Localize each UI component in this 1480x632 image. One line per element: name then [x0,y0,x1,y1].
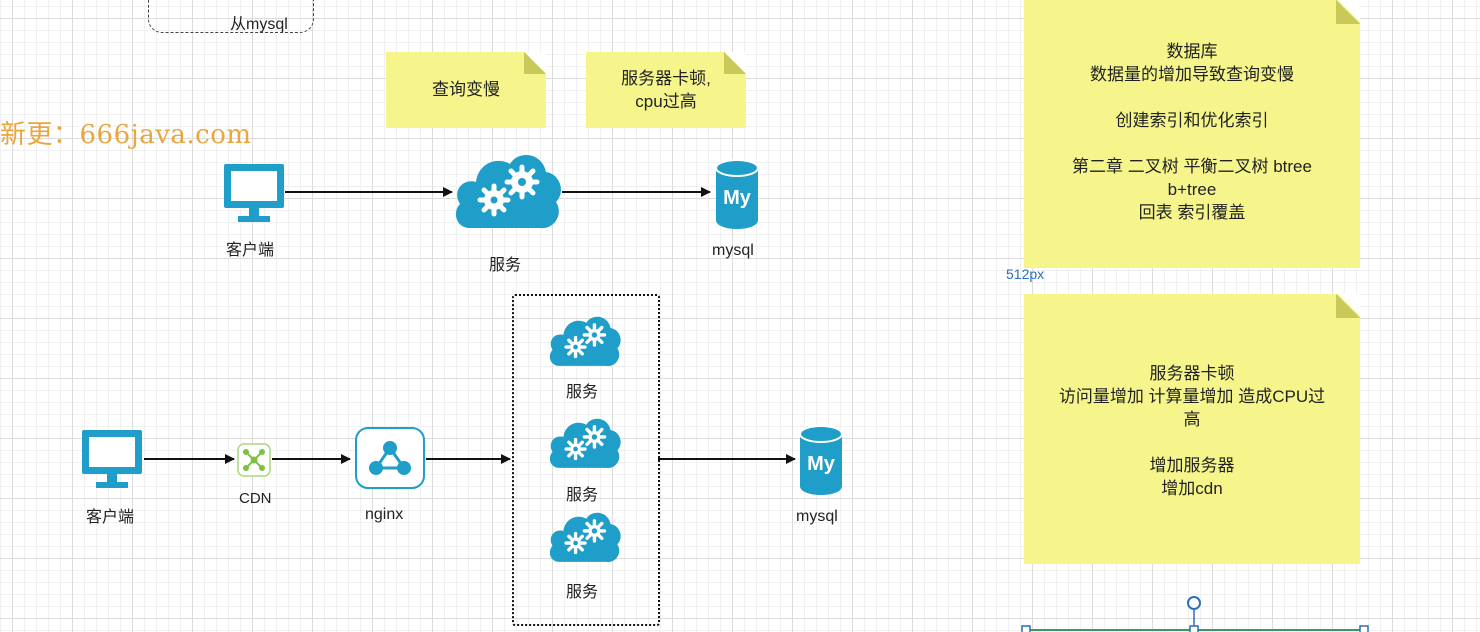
slave-mysql-group[interactable] [148,0,314,33]
watermark-text: 新更：666java.com [0,120,252,150]
mysql-icon-text: My [723,187,752,209]
cloud-service-icon[interactable] [546,414,624,476]
service-label: 服务 [489,257,522,274]
mysql-label: mysql [712,242,754,259]
note-cpu-high-text: 服务器卡顿, cpu过高 [621,69,711,111]
note-server-text: 服务器卡顿 访问量增加 计算量增加 造成CPU过 高 增加服务器 增加cdn [1058,364,1326,498]
service-cluster-group[interactable] [512,294,660,626]
note-slow-query-text: 查询变慢 [432,80,500,99]
service-3-label: 服务 [566,584,599,601]
note-database-text: 数据库 数据量的增加导致查询变慢 创建索引和优化索引 第二章 二叉树 平衡二叉树… [1072,42,1312,222]
cdn-icon[interactable] [236,442,272,478]
cdn-label: CDN [239,490,272,507]
note-database-optimization[interactable]: 数据库 数据量的增加导致查询变慢 创建索引和优化索引 第二章 二叉树 平衡二叉树… [1024,0,1360,268]
cloud-service-icon[interactable] [452,148,564,240]
mysql-database-icon[interactable]: My [714,158,760,230]
mysql-icon-text: My [807,453,836,475]
client-label: 客户端 [226,242,275,259]
cloud-service-icon[interactable] [546,312,624,374]
note-fold-corner [524,52,546,74]
slave-mysql-label: 从mysql [230,16,288,33]
nginx-label: nginx [365,506,404,523]
monitor-icon[interactable] [80,428,144,492]
resize-handle[interactable] [1021,625,1031,632]
note-fold-corner [1336,294,1360,318]
service-1-label: 服务 [566,384,599,401]
cloud-service-icon[interactable] [546,508,624,570]
mysql2-label: mysql [796,508,838,525]
note-cpu-high[interactable]: 服务器卡顿, cpu过高 [586,52,746,128]
service-2-label: 服务 [566,487,599,504]
note-slow-query[interactable]: 查询变慢 [386,52,546,128]
nginx-load-balancer-icon[interactable] [354,426,426,490]
mysql-database-icon[interactable]: My [798,424,844,496]
note-fold-corner [1336,0,1360,24]
rotate-handle[interactable] [1187,596,1201,610]
width-dimension-label: 512px [1006,266,1045,282]
selection-handles[interactable] [1018,590,1378,632]
resize-handle[interactable] [1189,625,1199,632]
client2-label: 客户端 [86,509,135,526]
note-fold-corner [724,52,746,74]
note-server-scaling[interactable]: 服务器卡顿 访问量增加 计算量增加 造成CPU过 高 增加服务器 增加cdn [1024,294,1360,564]
resize-handle[interactable] [1359,625,1369,632]
monitor-icon[interactable] [222,162,286,226]
